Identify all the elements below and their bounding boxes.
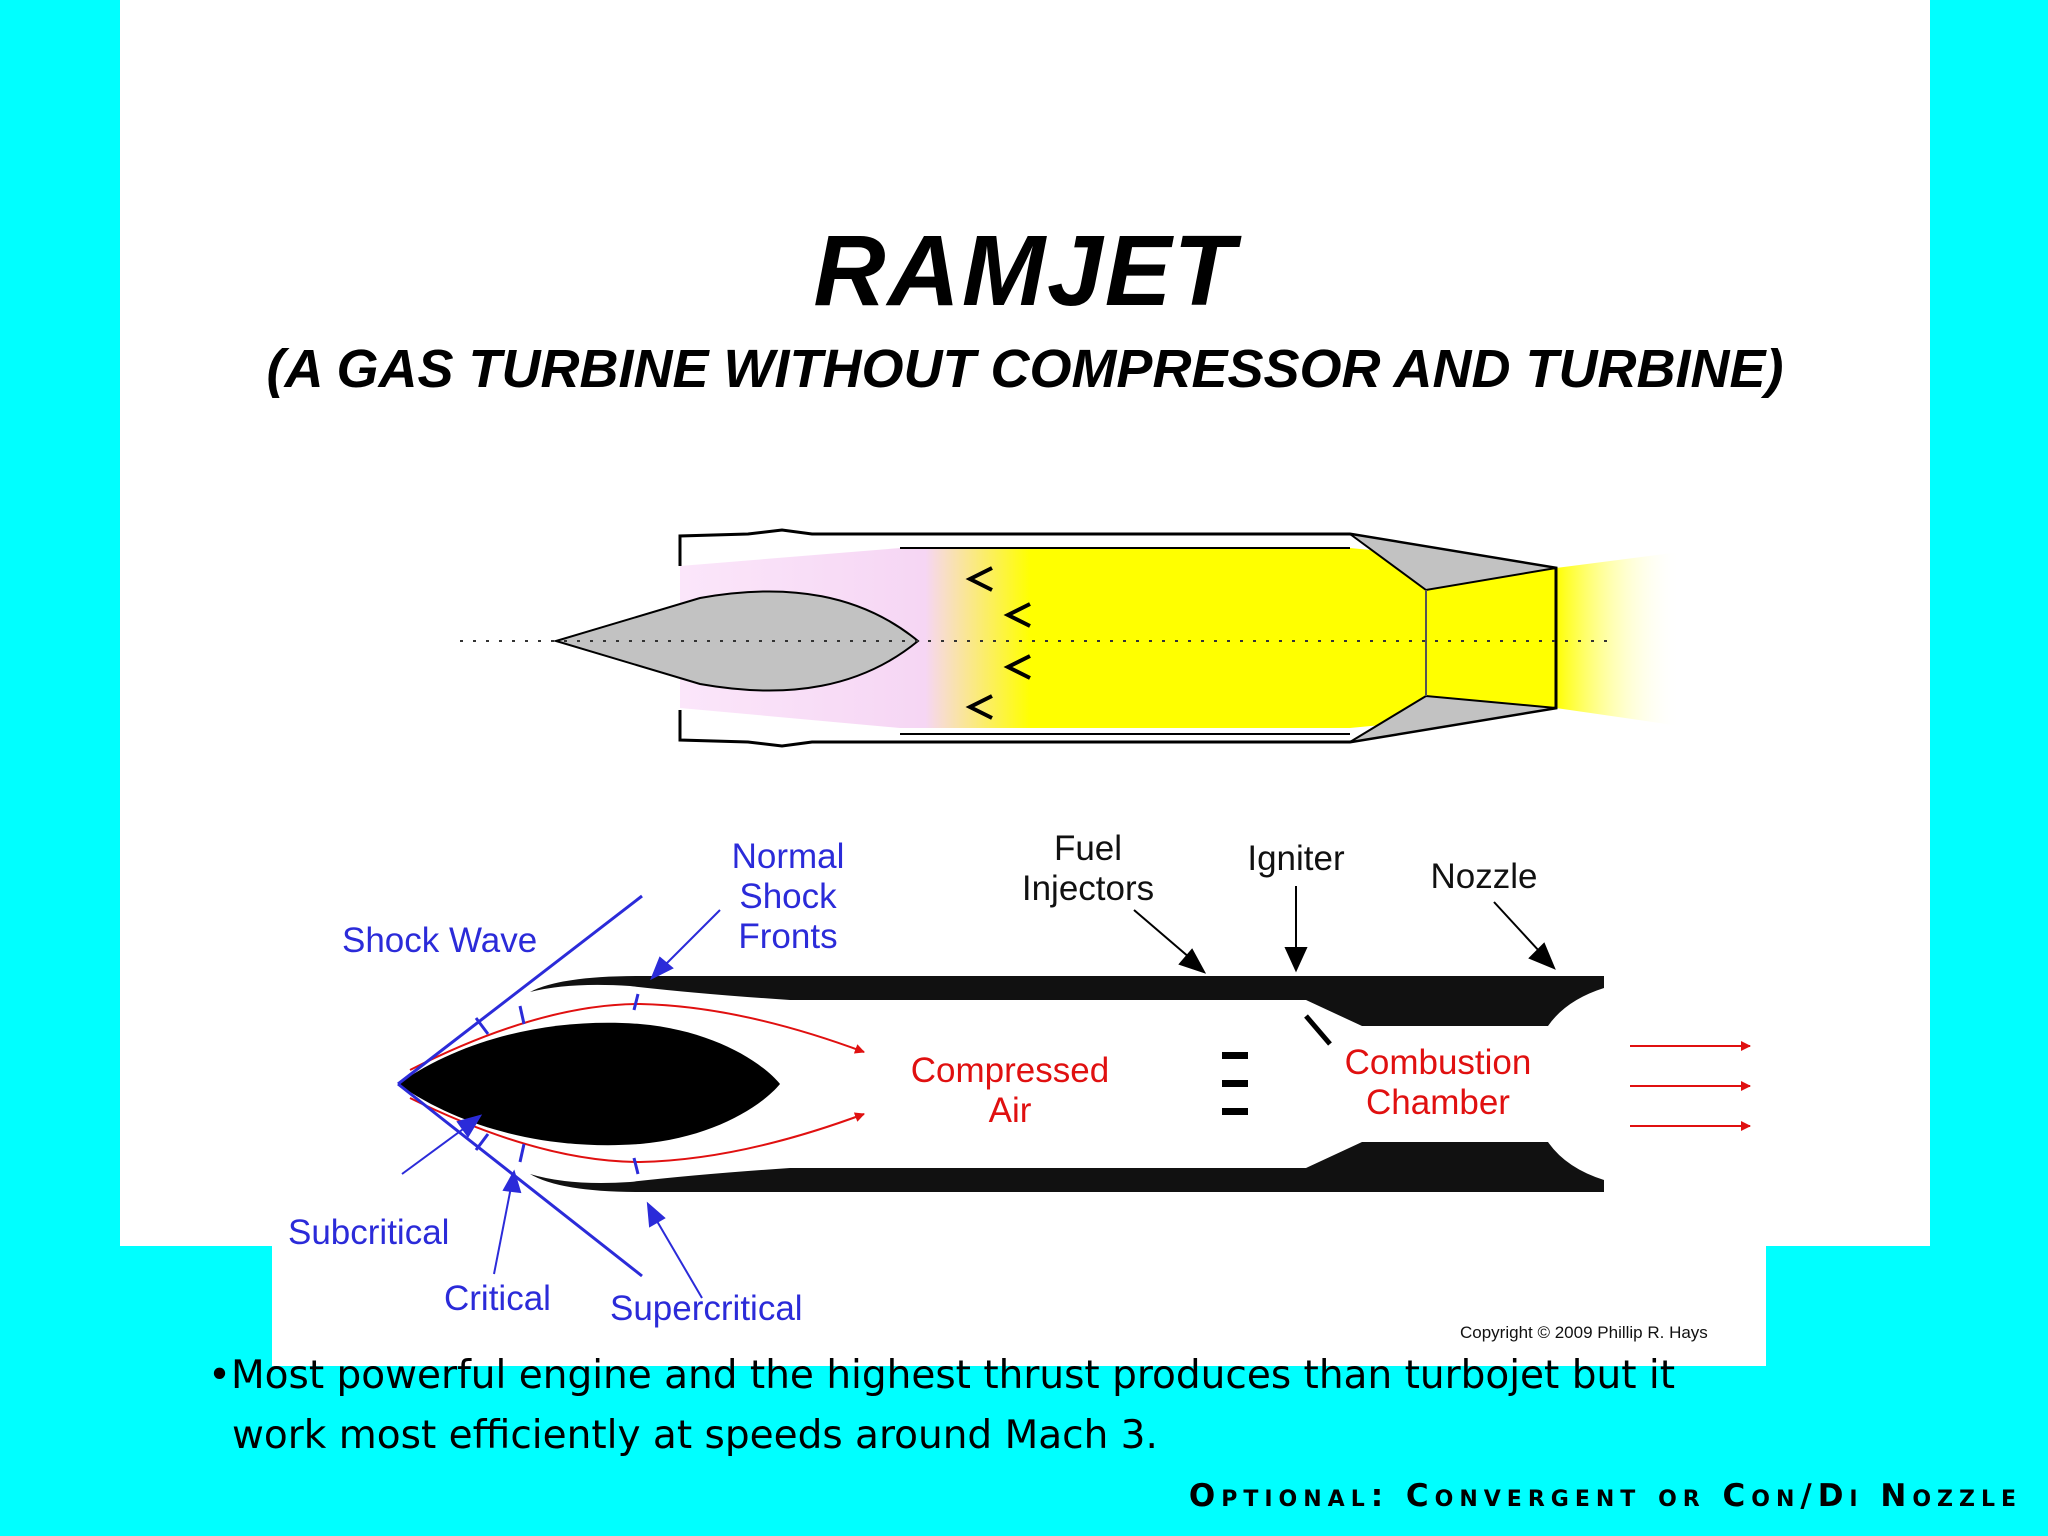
normal-shock-fronts-label-2: Shock: [739, 877, 837, 916]
shock-wave-label: Shock Wave: [342, 921, 537, 960]
combustion-chamber-label-1: Combustion: [1345, 1043, 1532, 1082]
copyright-notice: Copyright © 2009 Phillip R. Hays: [1460, 1323, 1708, 1342]
slide-title: RAMJET: [813, 215, 1237, 327]
critical-label: Critical: [444, 1279, 551, 1318]
red-flow-lines: [409, 1002, 865, 1164]
normal-shock-fronts-label-1: Normal: [732, 837, 845, 876]
bullet-line-2: work most efficiently at speeds around M…: [232, 1413, 1158, 1458]
combustion-chamber-label-2: Chamber: [1366, 1083, 1510, 1122]
slide-subtitle: (A GAS TURBINE WITHOUT COMPRESSOR AND TU…: [266, 339, 1784, 399]
nozzle-label: Nozzle: [1431, 857, 1538, 896]
footer-caption: Optional: Convergent or Con/Di Nozzle: [1188, 1478, 2022, 1514]
outer-casing-lower: [530, 1142, 1604, 1192]
outer-casing-upper: [530, 976, 1604, 1026]
igniter-rod: [1304, 1014, 1332, 1046]
black-pointer-arrows: [1133, 886, 1556, 974]
ramjet-schematic-bottom: Normal Shock Fronts Shock Wave Fuel Inje…: [288, 829, 1751, 1342]
inlet-cone: [398, 1022, 780, 1146]
blue-pointer-arrows: [401, 909, 721, 1299]
ramjet-schematic-top: [460, 528, 1680, 748]
igniter-label: Igniter: [1247, 839, 1345, 878]
exhaust-plume: [1556, 552, 1680, 726]
top-nozzle-lower: [1349, 694, 1557, 743]
fuel-injectors-label-2: Injectors: [1022, 869, 1154, 908]
subcritical-label: Subcritical: [288, 1213, 449, 1252]
compressed-air-label-1: Compressed: [911, 1051, 1109, 1090]
supercritical-label: Supercritical: [610, 1289, 803, 1328]
bullet-line-1: •Most powerful engine and the highest th…: [208, 1353, 1676, 1398]
fuel-injectors-label-1: Fuel: [1054, 829, 1122, 868]
top-flow-region: [680, 548, 1556, 728]
compressed-air-label-2: Air: [989, 1091, 1032, 1130]
slide-panel-lower: [272, 1244, 1766, 1366]
bullet-point: •Most powerful engine and the highest th…: [208, 1346, 1768, 1466]
top-nozzle-upper: [1349, 533, 1557, 592]
top-outer-casing: [678, 528, 1558, 748]
flame-holders: [965, 566, 1031, 720]
shock-lines: [397, 894, 643, 1278]
exhaust-arrows: [1630, 1041, 1751, 1131]
fuel-injector-bars: [1222, 1052, 1248, 1115]
normal-shock-fronts-label-3: Fronts: [738, 917, 837, 956]
